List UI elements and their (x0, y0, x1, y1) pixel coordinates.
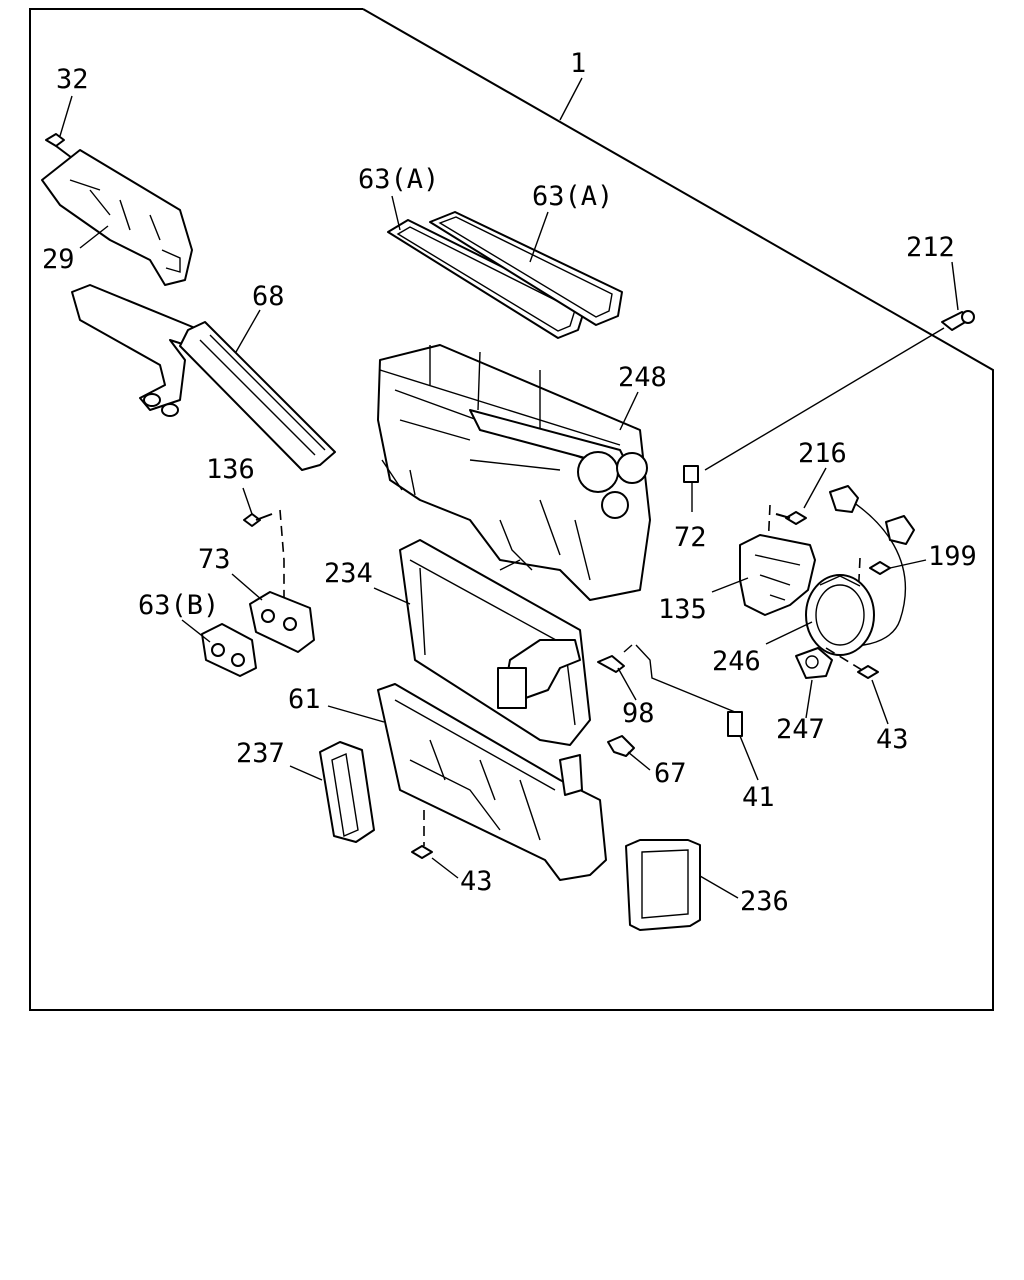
bolt-212-shape (941, 310, 975, 331)
label-part-67: 67 (654, 758, 687, 789)
clip-67-shape (607, 735, 635, 757)
lower-case-61-shape (377, 683, 607, 881)
clip-72-shape (683, 465, 699, 483)
hvac-case-248-shape (377, 344, 651, 601)
duct-29-shape (41, 149, 193, 286)
actuator-135-shape (739, 534, 816, 616)
label-part-246: 246 (712, 646, 761, 677)
label-part-234: 234 (324, 558, 373, 589)
label-part-63a-right: 63(A) (532, 181, 613, 212)
label-part-68: 68 (252, 281, 285, 312)
label-part-41: 41 (742, 782, 775, 813)
screw-136-shape (243, 513, 273, 527)
label-part-248: 248 (618, 362, 667, 393)
label-part-61: 61 (288, 684, 321, 715)
pad-73-shape (249, 591, 315, 653)
seal-236-shape (625, 839, 701, 931)
diagram-frame (29, 8, 994, 1011)
label-part-43-right: 43 (876, 724, 909, 755)
label-part-63a-left: 63(A) (358, 164, 439, 195)
label-part-73: 73 (198, 544, 231, 575)
label-part-247: 247 (776, 714, 825, 745)
leader-lines (59, 77, 959, 899)
label-part-136: 136 (206, 454, 255, 485)
label-part-98: 98 (622, 698, 655, 729)
gasket-63a-right-shape (429, 211, 623, 326)
label-part-63b: 63(B) (138, 590, 219, 621)
connector-41-shape (727, 711, 743, 737)
screw-199-shape (869, 561, 891, 575)
label-part-135: 135 (658, 594, 707, 625)
clip-98-shape (597, 655, 625, 673)
screw-43-bottom-shape (411, 845, 433, 859)
label-part-72: 72 (674, 522, 707, 553)
label-part-43-bottom: 43 (460, 866, 493, 897)
label-part-236: 236 (740, 886, 789, 917)
heater-core-68-shape (71, 284, 336, 471)
label-part-212: 212 (906, 232, 955, 263)
gasket-237-shape (319, 741, 375, 843)
label-part-29: 29 (42, 244, 75, 275)
evaporator-234-shape (399, 539, 591, 746)
fan-247-shape (795, 647, 833, 679)
label-part-237: 237 (236, 738, 285, 769)
gasket-63a-left-shape (387, 219, 586, 339)
screw-216-shape (775, 511, 807, 525)
blower-motor-246-shape (805, 574, 875, 656)
screw-43-right-shape (857, 665, 879, 679)
screw-32-shape (45, 133, 73, 159)
label-part-1: 1 (570, 48, 586, 79)
pad-63b-shape (201, 623, 257, 677)
label-part-32: 32 (56, 64, 89, 95)
label-part-199: 199 (928, 541, 977, 572)
label-part-216: 216 (798, 438, 847, 469)
